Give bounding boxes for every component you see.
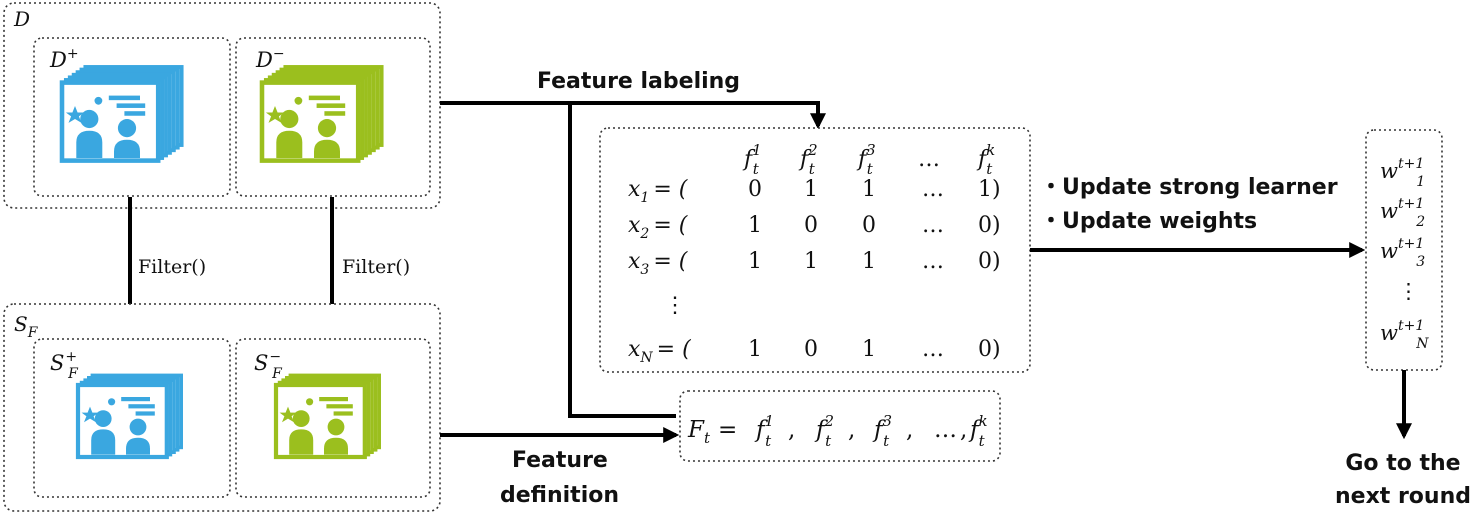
filtered-negative-label: S−F — [254, 349, 283, 382]
profile-card-stack-icon — [276, 373, 382, 457]
update-weights-label: ・Update weights — [1040, 209, 1257, 234]
feature-set-separator: , — [848, 417, 855, 443]
feature-labeling-arrow — [440, 101, 826, 130]
filtered-positive-label: S+F — [50, 349, 79, 382]
matrix-cell: … — [922, 213, 944, 238]
matrix-cell: 1 — [804, 249, 818, 274]
feature-definition-label-2: definition — [500, 483, 619, 508]
feature-set-term: … — [934, 417, 957, 443]
matrix-cell: 0 — [748, 177, 762, 202]
matrix-column-header: … — [918, 147, 940, 172]
matrix-cell: … — [922, 177, 944, 202]
matrix-cell: 1 — [748, 213, 762, 238]
next-round-label-1: Go to the — [1345, 451, 1460, 476]
feature-labeling-label: Feature labeling — [537, 69, 740, 94]
matrix-row-label: x1= ( — [628, 177, 688, 206]
feature-set-separator: , — [788, 417, 795, 443]
profile-card-stack-icon — [62, 65, 184, 161]
matrix-cell: 0 — [804, 337, 818, 362]
matrix-cell: 1 — [862, 177, 876, 202]
filtered-set-label: SF — [14, 312, 39, 341]
weights-vdots: ⋮ — [1398, 279, 1419, 303]
profile-card-stack-icon — [262, 65, 384, 161]
positive-set-label: D+ — [49, 46, 79, 72]
filter-label-right: Filter() — [342, 256, 410, 278]
matrix-cell: … — [922, 249, 944, 274]
matrix-row-label: xN= ( — [628, 337, 691, 366]
matrix-cell: 1 — [804, 177, 818, 202]
matrix-cell: … — [922, 337, 944, 362]
feature-set-separator: , — [960, 417, 967, 443]
matrix-cell: 1) — [978, 177, 1001, 202]
matrix-cell: 1 — [862, 249, 876, 274]
matrix-cell: 1 — [862, 337, 876, 362]
matrix-row-label: x2= ( — [628, 213, 688, 242]
matrix-cell: 1 — [748, 337, 762, 362]
feature-set-lhs: Ft= — [687, 417, 737, 447]
matrix-cell: 1 — [748, 249, 762, 274]
matrix-cell: 0) — [978, 213, 1001, 238]
matrix-row-label: x3= ( — [628, 249, 688, 278]
feature-set-box — [679, 390, 1001, 462]
feature-set-separator: , — [906, 417, 913, 443]
matrix-cell: 0) — [978, 337, 1001, 362]
matrix-cell: 0) — [978, 249, 1001, 274]
update-strong-learner-label: ・Update strong learner — [1040, 175, 1338, 200]
feature-definition-label-1: Feature — [512, 448, 608, 473]
profile-card-stack-icon — [78, 373, 183, 457]
next-round-label-2: next round — [1335, 484, 1471, 509]
negative-set-label: D− — [255, 46, 285, 72]
matrix-cell: 0 — [804, 213, 818, 238]
filter-label-left: Filter() — [138, 256, 206, 278]
feature-labeling-branch — [568, 103, 676, 418]
dataset-d-label: D — [13, 7, 30, 31]
matrix-vdots: ⋮ — [664, 293, 686, 318]
matrix-cell: 0 — [862, 213, 876, 238]
weights-box — [1365, 129, 1443, 371]
